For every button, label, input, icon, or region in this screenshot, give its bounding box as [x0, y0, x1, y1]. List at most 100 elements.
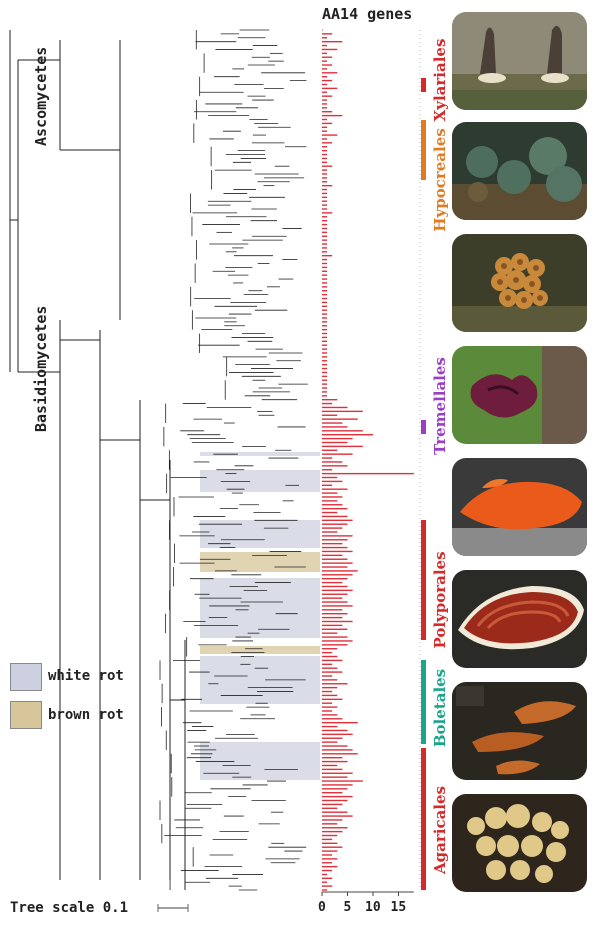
aa14-bar	[322, 258, 328, 261]
aa14-bar	[322, 434, 373, 436]
aa14-bar	[322, 243, 328, 245]
x-tick-label: 10	[365, 900, 381, 915]
aa14-bar	[322, 632, 338, 634]
aa14-bar	[322, 441, 348, 444]
aa14-bar	[322, 223, 328, 226]
aa14-bar	[322, 838, 333, 841]
aa14-bar	[322, 344, 328, 346]
aa14-bar	[322, 760, 348, 763]
aa14-bar	[322, 846, 343, 848]
aa14-bar	[322, 91, 328, 93]
order-marker-boletales	[421, 660, 426, 744]
aa14-bar	[322, 706, 338, 708]
aa14-bar	[322, 60, 328, 62]
aa14-bar	[322, 142, 333, 144]
aa14-bar	[322, 500, 338, 502]
aa14-bar	[322, 99, 328, 101]
aa14-bar	[322, 827, 348, 829]
aa14-bar	[322, 469, 333, 471]
aa14-bar	[322, 453, 353, 455]
aa14-bar	[322, 780, 363, 782]
aa14-bar	[322, 204, 328, 206]
aa14-bar	[322, 686, 338, 689]
aa14-bar	[322, 675, 333, 677]
aa14-bar	[322, 301, 328, 304]
rot-band	[200, 470, 320, 492]
aa14-bar	[322, 605, 353, 607]
aa14-bar	[322, 391, 328, 393]
aa14-bar	[322, 624, 343, 627]
aa14-bar	[322, 628, 348, 630]
aa14-bar	[322, 422, 343, 424]
aa14-bar	[322, 741, 338, 743]
aa14-bar	[322, 885, 333, 887]
aa14-bar	[322, 437, 353, 440]
aa14-bar	[322, 40, 343, 43]
aa14-bar	[322, 227, 328, 230]
aa14-bar	[322, 601, 348, 603]
aa14-bar	[322, 266, 328, 269]
aa14-bar	[322, 539, 348, 541]
aa14-bar	[322, 340, 328, 343]
aa14-bar	[322, 729, 348, 732]
order-label-xylariales: Xylariales	[431, 38, 449, 122]
aa14-bar	[322, 873, 328, 876]
aa14-bar	[322, 367, 328, 370]
aa14-bar	[322, 352, 328, 354]
aa14-bar	[322, 146, 328, 148]
aa14-bar	[322, 492, 338, 494]
aa14-bar	[322, 768, 343, 771]
aa14-bar	[322, 597, 343, 599]
aa14-bar	[322, 725, 338, 728]
order-label-hypocreales: Hypocreales	[431, 128, 449, 232]
aa14-bar	[322, 68, 328, 70]
aa14-bar	[322, 111, 333, 113]
aa14-bar	[322, 52, 328, 55]
aa14-bar	[322, 698, 343, 701]
aa14-bar	[322, 398, 338, 401]
aa14-bar	[322, 721, 358, 724]
legend-label-brown-rot: brown rot	[48, 707, 124, 723]
aa14-bar	[322, 620, 353, 623]
aa14-bar	[322, 815, 353, 817]
aa14-bar	[322, 535, 353, 537]
aa14-bar	[322, 83, 328, 86]
tree-scale-text: Tree scale	[10, 900, 95, 916]
aa14-bar	[322, 328, 328, 331]
aa14-bar	[322, 523, 348, 525]
aa14-bar	[322, 449, 338, 451]
aa14-bar	[322, 293, 328, 296]
aa14-bar	[322, 196, 328, 199]
order-marker-agaricales	[421, 748, 426, 890]
aa14-bar	[322, 476, 338, 479]
aa14-bar	[322, 784, 353, 786]
aa14-bar	[322, 862, 333, 864]
aa14-bar	[322, 37, 328, 39]
boletales-photo	[452, 682, 587, 780]
aa14-bar	[322, 44, 328, 47]
aa14-bar	[322, 776, 348, 778]
aa14-bar	[322, 297, 328, 300]
aa14-bar	[322, 290, 328, 292]
aa14-bar	[322, 188, 328, 191]
aa14-bar	[322, 278, 328, 280]
aa14-bar	[322, 753, 358, 755]
aa14-bar	[322, 430, 363, 432]
aa14-bar	[322, 445, 363, 448]
aa14-bar	[322, 321, 328, 323]
aa14-bar	[322, 181, 328, 183]
aa14-bar	[322, 153, 328, 156]
order-marker-hypocreales	[421, 120, 426, 180]
aa14-bar	[322, 854, 333, 856]
aa14-bar	[322, 87, 338, 90]
aa14-bar	[322, 95, 333, 97]
rot-band	[200, 646, 320, 654]
rot-band	[200, 742, 320, 780]
aa14-bar	[322, 107, 328, 109]
xylariales-photo	[452, 12, 587, 110]
legend-swatch-white-rot	[10, 663, 42, 691]
aa14-bar	[322, 75, 328, 78]
aa14-bar	[322, 231, 328, 234]
aa14-bar	[322, 375, 328, 378]
